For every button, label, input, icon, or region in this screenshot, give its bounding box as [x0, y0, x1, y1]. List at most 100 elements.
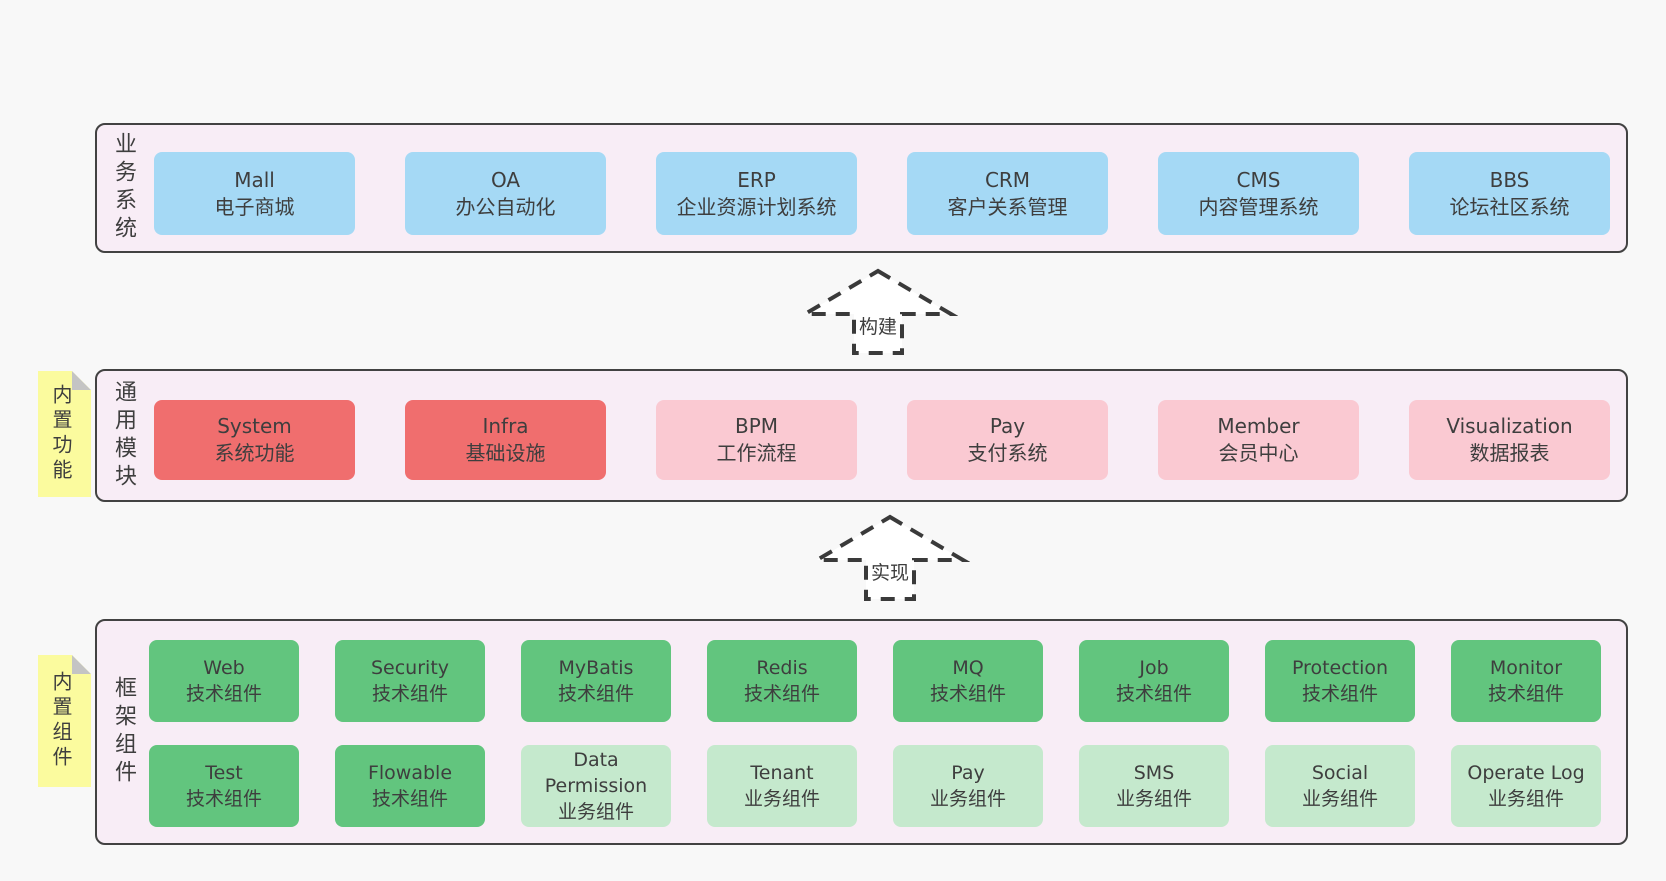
common-modules-panel: 通用模块 System 系统功能 Infra 基础设施 BPM 工作流程 Pay… [95, 369, 1628, 502]
box-subtitle: 基础设施 [465, 441, 546, 465]
component-box-operate-log: Operate Log 业务组件 [1451, 745, 1601, 827]
component-box-protection: Protection 技术组件 [1265, 640, 1415, 722]
component-box-mybatis: MyBatis 技术组件 [521, 640, 671, 722]
component-box-data-permission: Data Permission 业务组件 [521, 745, 671, 827]
box-subtitle: 技术组件 [1301, 683, 1378, 705]
component-box-tenant: Tenant 业务组件 [707, 745, 857, 827]
component-box-social: Social 业务组件 [1265, 745, 1415, 827]
panel-label-common-modules: 通用模块 [111, 379, 136, 492]
box-subtitle: 工作流程 [716, 441, 797, 465]
system-box-oa: OA 办公自动化 [405, 152, 606, 235]
box-name: Flowable [367, 762, 453, 784]
box-subtitle: 会员中心 [1218, 441, 1299, 465]
system-box-erp: ERP 企业资源计划系统 [656, 152, 857, 235]
system-box-cms: CMS 内容管理系统 [1158, 152, 1359, 235]
component-box-security: Security 技术组件 [335, 640, 485, 722]
module-box-system: System 系统功能 [154, 400, 355, 480]
box-subtitle: 业务组件 [743, 788, 820, 810]
box-subtitle: 业务组件 [557, 801, 634, 823]
component-box-monitor: Monitor 技术组件 [1451, 640, 1601, 722]
panel-label-framework-components: 框架组件 [111, 676, 136, 788]
box-subtitle: 技术组件 [185, 683, 262, 705]
sticky-fold-corner [72, 371, 91, 390]
component-box-test: Test 技术组件 [149, 745, 299, 827]
box-subtitle: 技术组件 [1487, 683, 1564, 705]
box-name: System [217, 414, 292, 438]
box-subtitle: 技术组件 [185, 788, 262, 810]
box-name: MyBatis [558, 657, 634, 679]
box-subtitle: 技术组件 [929, 683, 1006, 705]
component-box-flowable: Flowable 技术组件 [335, 745, 485, 827]
arrow-label: 实现 [870, 562, 910, 584]
box-name: Member [1217, 414, 1300, 438]
component-box-web: Web 技术组件 [149, 640, 299, 722]
box-name: MQ [952, 657, 984, 679]
box-subtitle: 技术组件 [557, 683, 634, 705]
sticky-note-label: 内置组件 [49, 671, 73, 771]
box-name: Protection [1291, 657, 1389, 679]
panel-label-business-systems: 业务系统 [111, 132, 136, 244]
component-box-sms: SMS 业务组件 [1079, 745, 1229, 827]
up-arrow-icon [798, 268, 958, 355]
box-name: OA [490, 167, 521, 192]
box-name: Pay [951, 762, 985, 784]
box-subtitle: 论坛社区系统 [1449, 194, 1570, 219]
build-arrow: 构建 [798, 268, 958, 356]
box-name: Test [205, 762, 243, 784]
module-box-bpm: BPM 工作流程 [656, 400, 857, 480]
sticky-note-builtin-components: 内置组件 [38, 655, 91, 787]
arrow-label: 构建 [858, 316, 898, 338]
sticky-fold-corner [72, 655, 91, 674]
component-box-mq: MQ 技术组件 [893, 640, 1043, 722]
component-box-redis: Redis 技术组件 [707, 640, 857, 722]
box-subtitle: 技术组件 [371, 788, 448, 810]
component-box-job: Job 技术组件 [1079, 640, 1229, 722]
box-subtitle: 系统功能 [214, 441, 295, 465]
box-name: Data Permission [544, 749, 648, 797]
box-name: SMS [1133, 762, 1175, 784]
box-name: Web [203, 657, 245, 679]
system-box-bbs: BBS 论坛社区系统 [1409, 152, 1610, 235]
system-box-crm: CRM 客户关系管理 [907, 152, 1108, 235]
box-name: BPM [734, 414, 779, 438]
component-box-pay: Pay 业务组件 [893, 745, 1043, 827]
box-subtitle: 业务组件 [929, 788, 1006, 810]
box-subtitle: 业务组件 [1301, 788, 1378, 810]
box-name: Visualization [1446, 414, 1573, 438]
box-name: ERP [737, 167, 776, 192]
box-name: Tenant [750, 762, 814, 784]
module-box-visualization: Visualization 数据报表 [1409, 400, 1610, 480]
box-name: Infra [482, 414, 529, 438]
module-box-member: Member 会员中心 [1158, 400, 1359, 480]
business-systems-panel: 业务系统 Mall 电子商城 OA 办公自动化 ERP 企业资源计划系统 CRM… [95, 123, 1628, 253]
box-subtitle: 技术组件 [743, 683, 820, 705]
box-subtitle: 支付系统 [967, 441, 1048, 465]
sticky-note-builtin-features: 内置功能 [38, 371, 91, 497]
box-name: Pay [989, 414, 1026, 438]
module-box-pay: Pay 支付系统 [907, 400, 1108, 480]
box-name: BBS [1489, 167, 1530, 192]
box-subtitle: 办公自动化 [455, 194, 556, 219]
box-subtitle: 企业资源计划系统 [676, 194, 837, 219]
box-subtitle: 技术组件 [1115, 683, 1192, 705]
box-name: Job [1139, 657, 1169, 679]
box-name: Social [1311, 762, 1369, 784]
module-box-infra: Infra 基础设施 [405, 400, 606, 480]
box-name: Monitor [1489, 657, 1563, 679]
box-name: CRM [984, 167, 1031, 192]
box-subtitle: 电子商城 [214, 194, 295, 219]
box-name: Redis [756, 657, 808, 679]
box-subtitle: 技术组件 [371, 683, 448, 705]
implement-arrow: 实现 [810, 514, 970, 602]
sticky-note-label: 内置功能 [49, 384, 73, 484]
framework-components-panel: 框架组件 Web 技术组件 Security 技术组件 MyBatis 技术组件… [95, 619, 1628, 845]
box-name: Operate Log [1467, 762, 1585, 784]
box-subtitle: 内容管理系统 [1198, 194, 1319, 219]
box-name: Mall [234, 167, 275, 192]
box-name: Security [370, 657, 450, 679]
box-subtitle: 业务组件 [1115, 788, 1192, 810]
box-subtitle: 客户关系管理 [947, 194, 1068, 219]
box-subtitle: 数据报表 [1469, 441, 1550, 465]
up-arrow-icon [810, 514, 970, 601]
